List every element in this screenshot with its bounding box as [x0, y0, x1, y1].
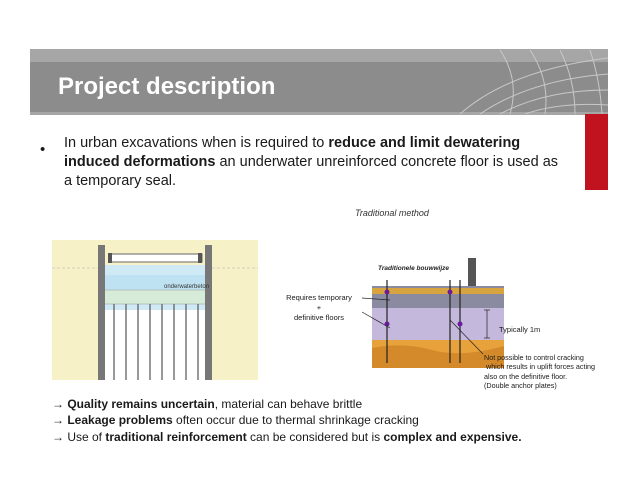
point-bold: traditional reinforcement [105, 430, 247, 444]
note-line4: (Double anchor plates) [484, 380, 557, 390]
arrow-icon: → [52, 413, 64, 427]
point-text: , material can behave brittle [214, 397, 363, 411]
point-text: Use of [64, 430, 106, 444]
annotation-arrows [361, 297, 484, 355]
requires-plus: + [316, 303, 322, 312]
point-quality: → Quality remains uncertain, material ca… [52, 397, 362, 411]
bullet-text: In urban excavations when is required to… [64, 134, 569, 191]
right-diagram-title: Traditionele bouwwijze [378, 265, 449, 272]
requires-line2: definitive floors [293, 313, 345, 322]
bullet-part1: In urban excavations when is required to [64, 135, 329, 151]
point-reinforcement: → Use of traditional reinforcement can b… [52, 430, 522, 444]
bullet-marker: • [40, 141, 46, 158]
note-line2: which results in uplift forces acting [484, 362, 596, 372]
typically-label: Typically 1m [499, 325, 541, 334]
page-title: Project description [58, 73, 276, 100]
requires-line1: Requires temporary [286, 293, 352, 302]
bullet-part2: an underwater unreinforced concrete floo… [64, 154, 559, 189]
bullet-bold: reduce and limit dewatering induced defo… [64, 135, 521, 170]
note-line3: also on the definitive floor. [484, 371, 568, 381]
globe-grid-graphic [459, 50, 608, 114]
traditional-floor-diagram: Traditionele bouwwijze [372, 258, 504, 368]
arrow-icon: → [52, 430, 64, 444]
point-text: can be considered but is [246, 430, 384, 444]
point-bold: Quality remains uncertain [67, 397, 215, 411]
figure-caption: Traditional method [355, 208, 429, 218]
point-bold: complex and expensive. [383, 430, 522, 444]
arrow-icon: → [52, 397, 64, 411]
point-text: often occur due to thermal shrinkage cra… [172, 413, 419, 427]
note-line1: Not possible to control cracking [484, 353, 584, 362]
title-band [30, 62, 608, 112]
excavation-diagram: onderwaterbeton [52, 240, 258, 380]
point-bold: Leakage problems [67, 413, 173, 427]
onderwaterbeton-label: onderwaterbeton [164, 284, 209, 290]
requires-label: Requires temporary + definitive floors [279, 293, 359, 323]
cracking-note: Not possible to control cracking which r… [484, 353, 604, 390]
accent-red-tab [585, 114, 608, 190]
point-leakage: → Leakage problems often occur due to th… [52, 413, 419, 427]
